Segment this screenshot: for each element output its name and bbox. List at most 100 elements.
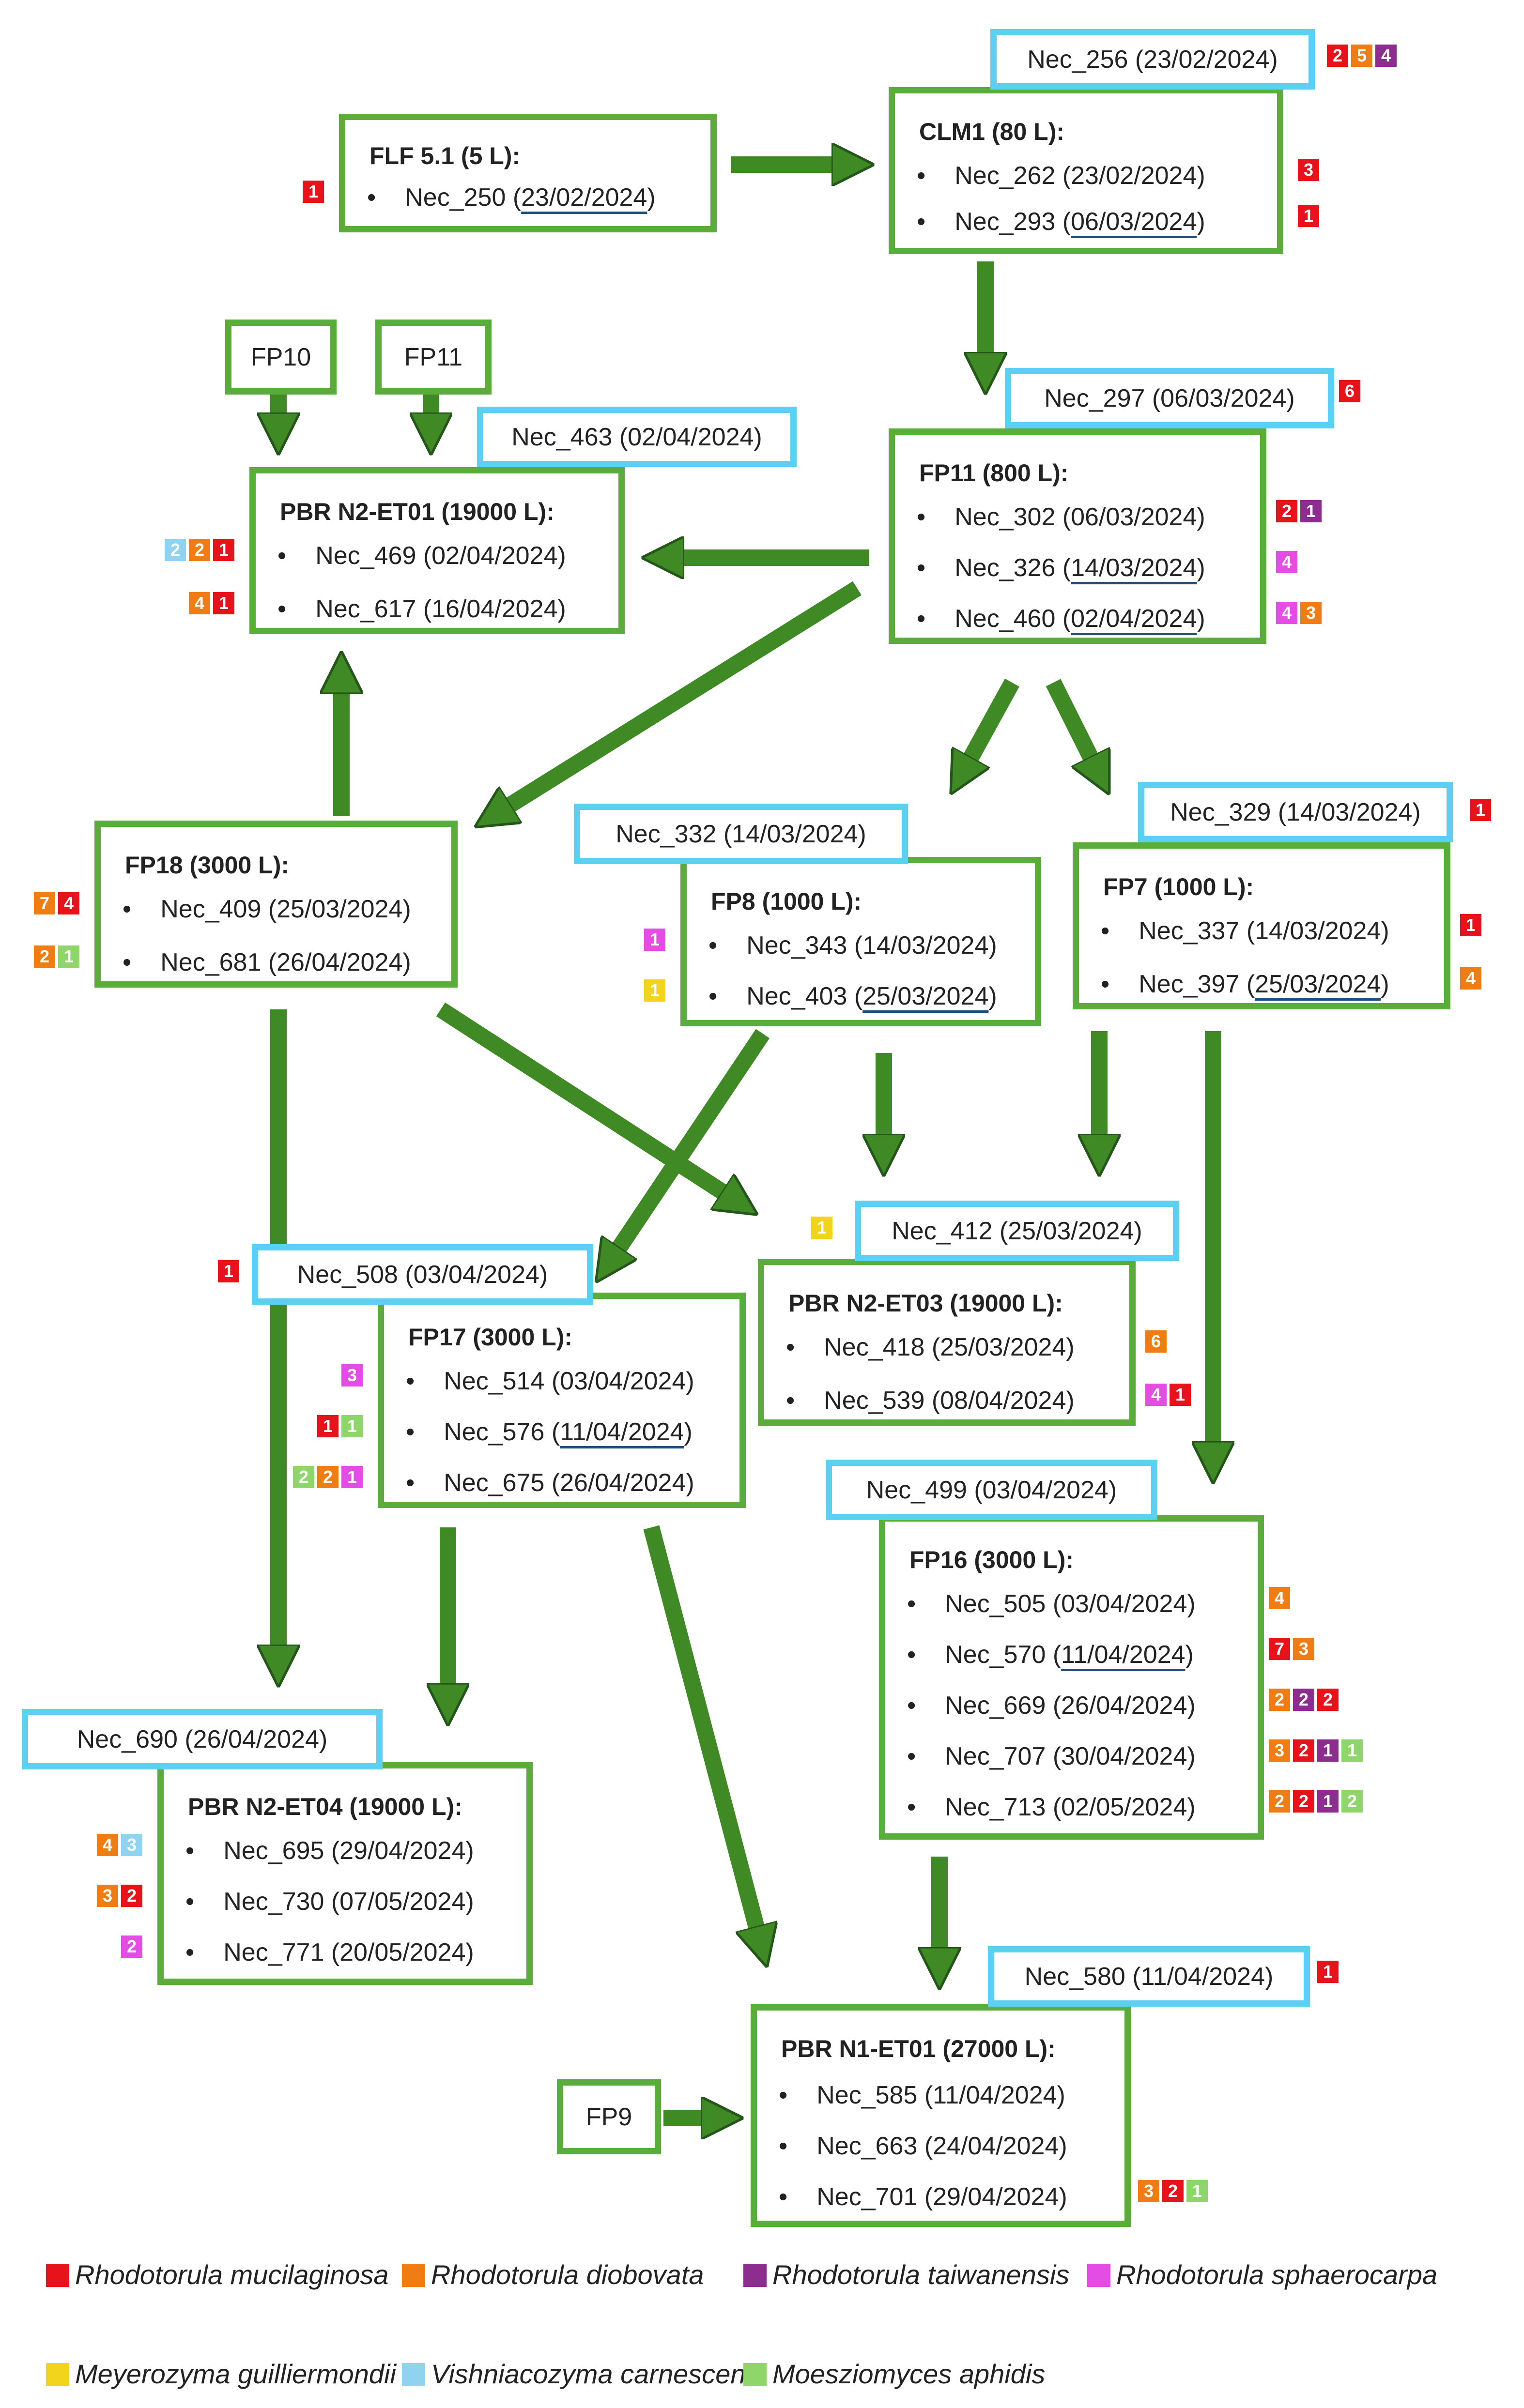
fp11-initial-badge-rm: 6 [1339,380,1360,402]
fp18-sample-item: •Nec_681 (26/04/2024) [123,948,411,977]
sample-close: ) [1197,554,1205,582]
fp17-sample-item: •Nec_576 (11/04/2024) [406,1417,693,1447]
sample-code-date: Nec_707 (30/04/2024) [945,1742,1196,1770]
pbret01-node: PBR N2-ET01 (19000 L):•Nec_469 (02/04/20… [249,467,625,634]
fp17-initial-badges: 1 [218,1260,239,1283]
fp18-item-badge-rm: 4 [58,892,79,914]
sample-date-underlined: 25/03/2024 [1255,970,1381,998]
fp10-label: FP10 [250,343,311,371]
fp10-node: FP10 [225,320,337,395]
pbret04-item-badge-rd: 4 [97,1834,118,1856]
clm1-item-badge-rm: 1 [1298,205,1319,227]
sample-code-date: Nec_302 (06/03/2024) [954,503,1205,531]
bullet: • [786,1333,795,1361]
sample-code: Nec_576 ( [444,1418,560,1446]
clm1-initial-sample: Nec_256 (23/02/2024) [990,29,1315,90]
clm1-initial-badge-rt: 4 [1375,45,1397,67]
fp17-item-badge-ma: 1 [341,1415,363,1437]
clm1-initial-sample-label: Nec_256 (23/02/2024) [1027,45,1278,74]
fp11-sample-item: •Nec_326 (14/03/2024) [917,553,1205,582]
fp16-sample-item: •Nec_570 (11/04/2024) [907,1640,1194,1669]
fp16-item-badge-ma: 2 [1341,1790,1363,1813]
pbret03-sample-item: •Nec_539 (08/04/2024) [786,1386,1075,1415]
fp7-title: FP7 (1000 L): [1103,873,1254,900]
fp16-sample-item: •Nec_669 (26/04/2024) [907,1691,1196,1720]
pbrn1-initial-badge-rm: 1 [1317,1961,1339,1983]
pbret01-sample-item: •Nec_469 (02/04/2024) [277,541,566,570]
fp11-item-badges: 4 [1276,551,1297,574]
pbret04-item-badges: 2 [121,1936,142,1959]
bullet: • [123,948,132,976]
pbret04-sample-item: •Nec_695 (29/04/2024) [185,1836,474,1865]
pbret03-node: PBR N2-ET03 (19000 L):•Nec_418 (25/03/20… [758,1259,1136,1426]
fp11-sample-item: • Nec_302 (06/03/2024) [917,503,1205,532]
fp18-item-badge-rd: 7 [34,892,55,914]
sample-code: Nec_250 ( [405,183,522,212]
fp18-title: FP18 (3000 L): [125,852,290,879]
bullet: • [779,2183,788,2211]
fp17-sample-item: •Nec_675 (26/04/2024) [406,1468,694,1497]
fp11-item-badge-rs: 4 [1276,551,1297,573]
pbret03-initial-sample: Nec_412 (25/03/2024) [855,1201,1179,1261]
bullet: • [185,1938,195,1966]
fp18-item-badge-ma: 1 [58,945,79,968]
fp9-label: FP9 [585,2103,632,2131]
pbret04-title: PBR N2-ET04 (19000 L): [188,1793,462,1820]
fp17-item-badge-rs: 1 [341,1466,363,1488]
sample-code: Nec_460 ( [954,605,1071,633]
fp17-initial-sample-label: Nec_508 (03/04/2024) [297,1260,548,1289]
sample-code-date: Nec_713 (02/05/2024) [945,1793,1196,1821]
bullet: • [917,503,926,531]
fp17-item-badge-ma: 2 [293,1466,314,1488]
flf51-sample-item: •Nec_250 (23/02/2024) [367,183,656,212]
fp11-title: FP11 (800 L): [919,459,1069,487]
fp16-item-badges: 4 [1269,1587,1290,1610]
bullet: • [907,1590,916,1618]
fp11-item-badge-rm: 2 [1276,500,1297,522]
fp11-item-badge-rs: 4 [1276,602,1297,624]
pbret03-initial-badge-mg: 1 [811,1217,832,1239]
pbret03-item-badge-rm: 1 [1170,1384,1191,1406]
fp8-item-badges: 1 [644,929,665,952]
pbrn1-item-badge-rm: 2 [1162,2180,1184,2202]
fp8-initial-sample: Nec_332 (14/03/2024) [574,804,908,864]
fp11-item-badge-rd: 3 [1300,602,1322,624]
sample-date-underlined: 11/04/2024 [1061,1641,1185,1669]
fp16-item-badge-rd: 2 [1269,1790,1290,1813]
sample-code-date: Nec_514 (03/04/2024) [444,1367,694,1395]
arrow-fp18-to-pbret03 [436,1002,743,1205]
fp8-sample-item: •Nec_343 (14/03/2024) [708,931,997,960]
sample-close: ) [1197,208,1205,236]
fp11-sample-item: •Nec_460 (02/04/2024) [917,604,1205,633]
fp16-title: FP16 (3000 L): [909,1546,1074,1573]
pbrn1-node: PBR N1-ET01 (27000 L):•Nec_585 (11/04/20… [751,2004,1131,2227]
sample-code: Nec_293 ( [954,208,1071,236]
arrow-fp11-to-fp7 [1046,679,1102,779]
clm1-initial-badge-rm: 2 [1327,45,1348,67]
pbret04-initial-sample: Nec_690 (26/04/2024) [22,1709,383,1769]
fp16-item-badge-rm: 7 [1269,1638,1290,1660]
legend-label-ma: Moesziomyces aphidis [772,2359,1046,2389]
pbret04-node: PBR N2-ET04 (19000 L): •Nec_695 (29/04/20… [157,1762,533,1985]
arrow-fp11-to-fp18 [489,581,862,818]
sample-code-date: Nec_337 (14/03/2024) [1139,917,1389,945]
bullet: • [917,208,926,236]
pbret03-sample-item: •Nec_418 (25/03/2024) [786,1333,1075,1362]
bullet: • [406,1418,415,1446]
legend-swatch-rm [46,2264,69,2287]
bullet: • [779,2081,788,2109]
pbret01-item-badge-rd: 4 [189,592,210,614]
sample-date-underlined: 14/03/2024 [1071,554,1197,582]
clm1-initial-badge-rd: 5 [1351,45,1372,67]
fp16-item-badge-rt: 1 [1317,1739,1339,1762]
bullet: • [917,554,926,582]
clm1-node: CLM1 (80 L):•Nec_262 (23/02/2024)•Nec_29… [889,87,1283,254]
fp17-item-badge-rm: 1 [317,1415,339,1437]
legend-swatch-ma [743,2363,767,2386]
fp11-input-node: FP11 [375,320,492,395]
pbret01-sample-item: •Nec_617 (16/04/2024) [277,594,566,624]
